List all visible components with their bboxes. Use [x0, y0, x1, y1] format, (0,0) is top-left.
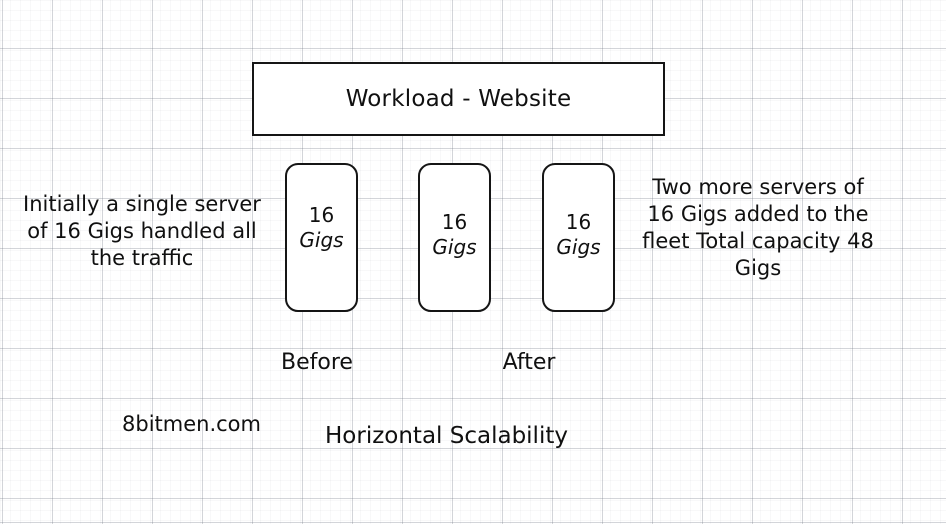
annotation-after-note: Two more servers of 16 Gigs added to the… — [642, 175, 874, 280]
server-3-unit: Gigs — [556, 235, 601, 259]
server-3-amount: 16 — [565, 210, 592, 234]
diagram-caption: Horizontal Scalability — [325, 423, 568, 449]
phase-label-before: Before — [281, 350, 353, 375]
workload-title-box: Workload - Website — [252, 62, 665, 136]
server-box-1: 16 Gigs — [285, 163, 358, 312]
server-1-amount: 16 — [308, 203, 335, 227]
phase-label-after: After — [502, 350, 556, 375]
server-box-3: 16 Gigs — [542, 163, 615, 312]
annotation-before-note: Initially a single server of 16 Gigs han… — [23, 192, 261, 270]
server-2-unit: Gigs — [432, 235, 477, 259]
watermark-label: 8bitmen.com — [122, 412, 261, 436]
server-1-unit: Gigs — [299, 228, 344, 252]
workload-title-label: Workload - Website — [345, 86, 572, 112]
server-box-2: 16 Gigs — [418, 163, 491, 312]
server-2-amount: 16 — [441, 210, 468, 234]
